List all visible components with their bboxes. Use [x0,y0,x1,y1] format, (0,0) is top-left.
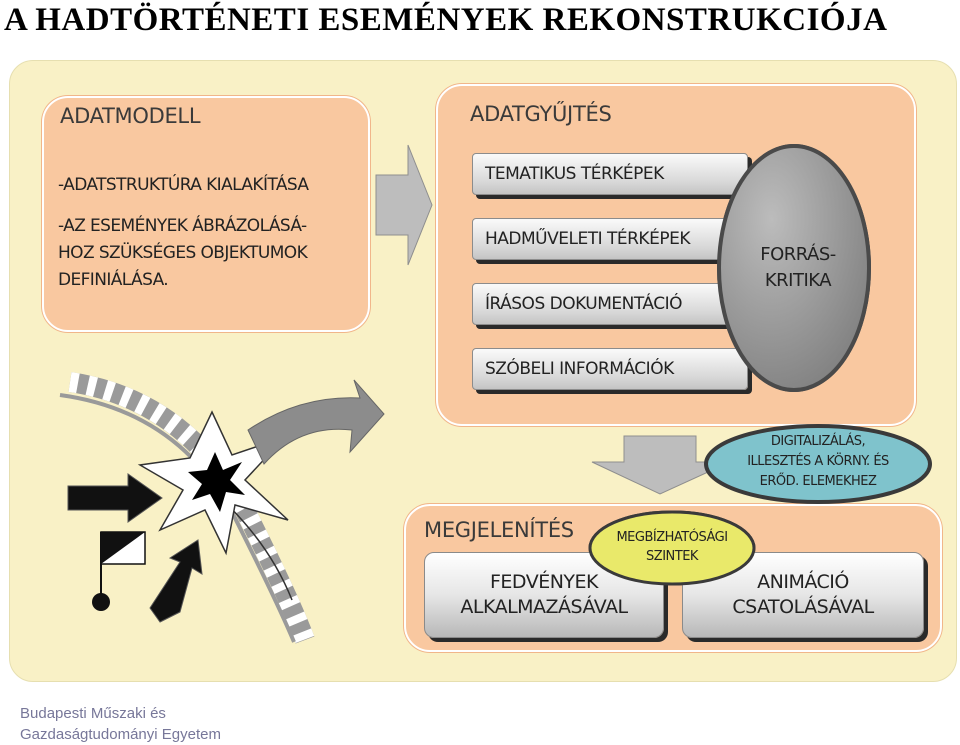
adatmodell-line-1: -ADATSTRUKTÚRA KIALAKÍTÁSA [58,175,309,195]
adatmodell-lines: -ADATSTRUKTÚRA KIALAKÍTÁSA -AZ ESEMÉNYEK… [58,172,358,294]
adatmodell-line-3: -AZ ESEMÉNYEK ÁBRÁZOLÁSÁ- [58,216,307,236]
item-irasos-dokumentacio: ÍRÁSOS DOKUMENTÁCIÓ [472,283,748,325]
fedvenyek-line-1: FEDVÉNYEK [489,571,599,593]
megbizhatosagi-line-2: SZINTEK [646,549,698,564]
adatmodell-line-4: HOZ SZÜKSÉGES OBJEKTUMOK [58,243,308,263]
forraskritika-line-2: KRITIKA [764,270,832,291]
footer-line-1: Budapesti Műszaki és [20,705,166,722]
animacio-box: ANIMÁCIÓ CSATOLÁSÁVAL [682,552,924,638]
digitalizalas-oval [704,424,932,504]
animacio-line-1: ANIMÁCIÓ [757,571,849,593]
item-szobeli-informaciok: SZÓBELI INFORMÁCIÓK [472,348,748,390]
adatmodell-line-5: DEFINIÁLÁSA. [58,270,169,290]
fedvenyek-line-2: ALKALMAZÁSÁVAL [460,596,628,618]
item-hadmuveleti-terkepek: HADMŰVELETI TÉRKÉPEK [472,218,748,260]
adatgyujtes-title: ADATGYŰJTÉS [470,102,612,126]
attack-arrow-left-icon [67,473,163,523]
footer-university: Budapesti Műszaki és Gazdaságtudományi E… [20,703,280,745]
megbizhatosagi-text: MEGBÍZHATÓSÁGI SZINTEK [592,528,752,566]
digitalizalas-line-2: ILLESZTÉS A KÖRNY. ÉS [747,454,889,469]
adatmodell-box: ADATMODELL [42,96,370,332]
digitalizalas-line-1: DIGITALIZÁLÁS, [770,434,866,449]
arrow-down-icon [591,435,731,495]
animacio-line-2: CSATOLÁSÁVAL [732,596,874,618]
attack-arrow-up-icon [149,539,203,623]
footer-line-2: Gazdaságtudományi Egyetem [20,726,221,743]
forraskritika-line-1: FORRÁS- [760,244,836,265]
megjelenites-title: MEGJELENÍTÉS [424,518,574,542]
digitalizalas-line-3: ERŐD. ELEMEKHEZ [759,474,877,489]
fedvenyek-box: FEDVÉNYEK ALKALMAZÁSÁVAL [424,552,664,638]
item-tematikus-terkepek: TEMATIKUS TÉRKÉPEK [472,153,748,195]
megbizhatosagi-line-1: MEGBÍZHATÓSÁGI [616,530,728,545]
digitalizalas-text: DIGITALIZÁLÁS, ILLESZTÉS A KÖRNY. ÉS ERŐ… [710,432,926,492]
attack-arrow-curved-icon [247,379,385,465]
arrow-right-icon [375,144,433,266]
adatmodell-title: ADATMODELL [60,104,201,128]
page-title: A HADTÖRTÉNETI ESEMÉNYEK REKONSTRUKCIÓJA [4,2,888,38]
flag-icon [92,531,146,611]
forraskritika-text: FORRÁS- KRITIKA [736,242,860,294]
